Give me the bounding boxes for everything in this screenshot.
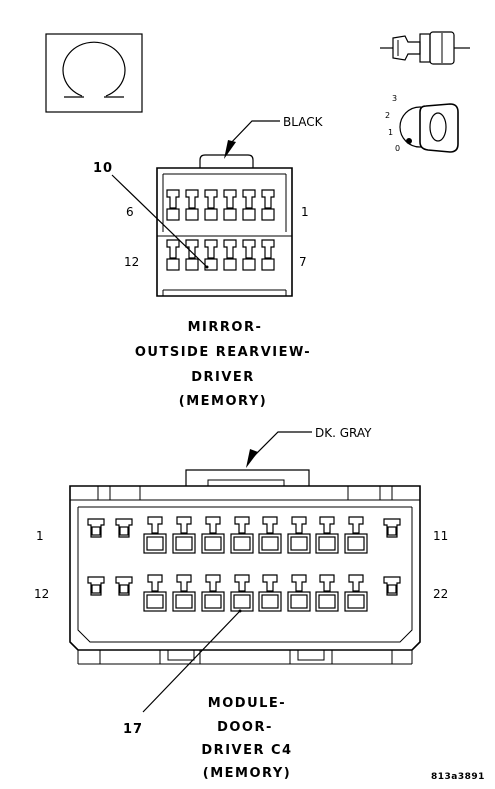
pin-cavity (261, 239, 275, 271)
pin-cavity (230, 574, 254, 612)
pin-label-12: 12 (124, 255, 139, 269)
door-name-line-2: DOOR- (217, 720, 273, 735)
pin-label-6: 6 (126, 205, 134, 219)
wire-color-label: DK. GRAY (315, 426, 372, 440)
pin-cavity (287, 574, 311, 612)
door-name-line-3: DRIVER C4 (201, 743, 292, 758)
pin-cavity (201, 516, 225, 554)
ignition-position-0: 0 (395, 144, 400, 153)
figure-code: 813a3891 (431, 772, 485, 782)
wire-color-arrow (224, 140, 236, 159)
pin-cavity (115, 576, 133, 596)
connector-pair-icon (380, 31, 470, 65)
pin-cavity (172, 516, 196, 554)
pin-cavity (223, 189, 237, 221)
pin-cavity (204, 189, 218, 221)
ignition-position-3: 3 (392, 94, 397, 103)
ignition-position-1: 1 (388, 128, 393, 137)
door-connector-name: MODULE- DOOR- DRIVER C4 (MEMORY) (201, 696, 292, 781)
pin-cavity (172, 574, 196, 612)
pin-cavity (87, 518, 105, 538)
mirror-name-line-1: MIRROR- (188, 320, 263, 335)
pin-cavity (242, 189, 256, 221)
ignition-position-2: 2 (385, 111, 390, 120)
pin-cavity (185, 239, 199, 271)
mirror-name-line-3: DRIVER (191, 370, 255, 385)
door-pin-grid (87, 516, 401, 612)
pin-cavity (166, 239, 180, 271)
ignition-key-switch-icon: 3 2 1 0 (385, 94, 459, 153)
pin-cavity (344, 516, 368, 554)
mirror-connector: BLACK 6 1 12 7 10 (93, 115, 324, 297)
pin-cavity (223, 239, 237, 271)
pin-cavity (143, 574, 167, 612)
pin-cavity (315, 574, 339, 612)
wire-color-label: BLACK (283, 115, 324, 129)
pin-cavity (230, 516, 254, 554)
pin-cavity (258, 574, 282, 612)
pin-label-1: 1 (301, 205, 309, 219)
omega-view-symbol-icon (45, 33, 143, 113)
pin-callout-10: 10 (93, 161, 113, 176)
pin-cavity (258, 516, 282, 554)
pin-label-7: 7 (299, 255, 307, 269)
mirror-pin-grid (166, 189, 275, 271)
mirror-name-line-2: OUTSIDE REARVIEW- (135, 345, 311, 360)
wire-color-arrow (246, 449, 258, 468)
door-name-line-4: (MEMORY) (203, 766, 291, 781)
pin-cavity (287, 516, 311, 554)
door-connector-feet (77, 649, 413, 665)
pin-cavity (383, 576, 401, 596)
door-module-connector: DK. GRAY 1 11 12 22 17 (34, 426, 448, 737)
pin-cavity (383, 518, 401, 538)
pin-label-11: 11 (433, 529, 448, 543)
pin-label-22: 22 (433, 587, 448, 601)
pin-cavity (204, 239, 218, 271)
pin-label-1: 1 (36, 529, 44, 543)
pin-cavity (166, 189, 180, 221)
pin-cavity (201, 574, 225, 612)
mirror-connector-name: MIRROR- OUTSIDE REARVIEW- DRIVER (MEMORY… (135, 320, 311, 409)
mirror-name-line-4: (MEMORY) (179, 394, 267, 409)
pin-cavity (143, 516, 167, 554)
pin-callout-17: 17 (123, 722, 143, 737)
pin-cavity (315, 516, 339, 554)
pin-cavity (344, 574, 368, 612)
pin-label-12: 12 (34, 587, 49, 601)
pin-cavity (242, 239, 256, 271)
pin-cavity (185, 189, 199, 221)
pin-cavity (87, 576, 105, 596)
pin-cavity (261, 189, 275, 221)
door-name-line-1: MODULE- (208, 696, 286, 711)
pin-cavity (115, 518, 133, 538)
